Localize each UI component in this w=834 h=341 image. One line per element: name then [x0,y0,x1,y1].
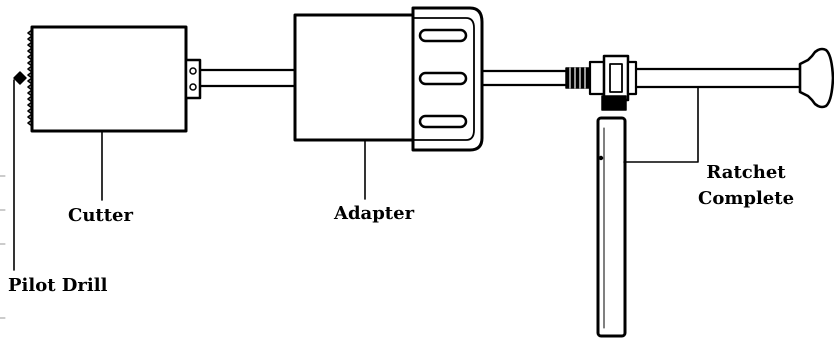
shaft-middle [480,69,568,87]
ratchet-complete-label: Ratchet Complete [698,160,794,212]
ratchet-leader [623,86,699,163]
shaft-right [634,67,802,89]
cutter-label: Cutter [68,205,133,226]
pilot-drill-tip [13,71,27,85]
adapter-label: Adapter [334,203,415,224]
ratchet-handle [596,116,627,338]
end-knob [798,47,834,109]
pilot-drill-label: Pilot Drill [8,275,108,296]
adapter-body [293,13,415,142]
threaded-section [565,67,591,89]
leader-lines [13,79,699,271]
adapter-grip-cap [411,6,484,152]
shaft-left [198,68,297,88]
ratchet-label-line2: Complete [698,188,795,209]
ratchet-label-line1: Ratchet [706,162,786,183]
cutter-nut [184,58,202,100]
cutter-body [27,25,188,133]
ratchet-head [588,54,638,111]
edge-tick-marks [0,175,6,319]
